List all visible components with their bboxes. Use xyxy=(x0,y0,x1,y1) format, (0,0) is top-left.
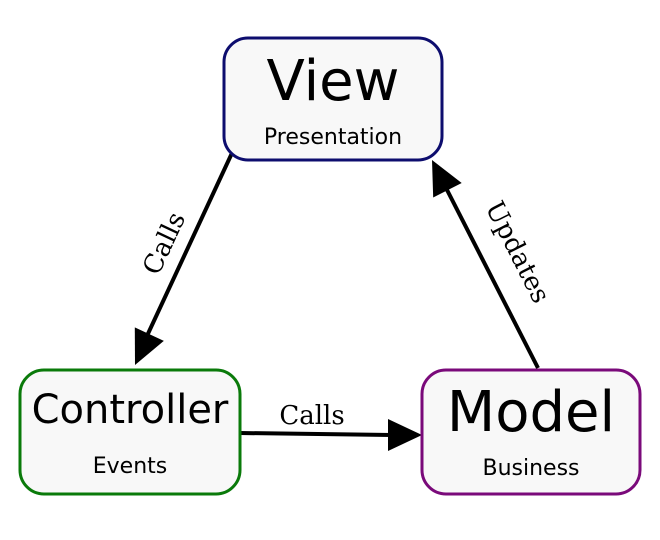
arrowhead-icon xyxy=(432,160,462,198)
node-controller: Controller Events xyxy=(18,368,242,496)
edge-controller-to-model: Calls xyxy=(239,401,422,451)
edge-view-to-controller: Calls xyxy=(134,152,234,365)
node-controller-title: Controller xyxy=(32,387,229,433)
node-view-subtitle: Presentation xyxy=(264,125,402,150)
node-model-subtitle: Business xyxy=(482,456,579,481)
node-view: View Presentation xyxy=(222,36,444,162)
edge-model-to-view: Updates xyxy=(432,160,556,369)
node-view-title: View xyxy=(267,49,400,114)
edge-line xyxy=(442,183,540,369)
node-controller-subtitle: Events xyxy=(93,454,168,479)
arrowhead-icon xyxy=(388,419,422,451)
edge-line xyxy=(144,152,234,339)
edge-line xyxy=(239,431,393,437)
node-controller-box xyxy=(18,368,242,496)
arrowhead-icon xyxy=(134,327,164,365)
node-model-title: Model xyxy=(447,380,615,445)
edge-label-calls: Calls xyxy=(137,208,192,280)
node-view-box xyxy=(222,36,444,162)
node-model-box xyxy=(420,368,642,496)
node-model: Model Business xyxy=(420,368,642,496)
edge-label-calls: Calls xyxy=(279,401,344,431)
edge-label-updates: Updates xyxy=(479,197,556,309)
